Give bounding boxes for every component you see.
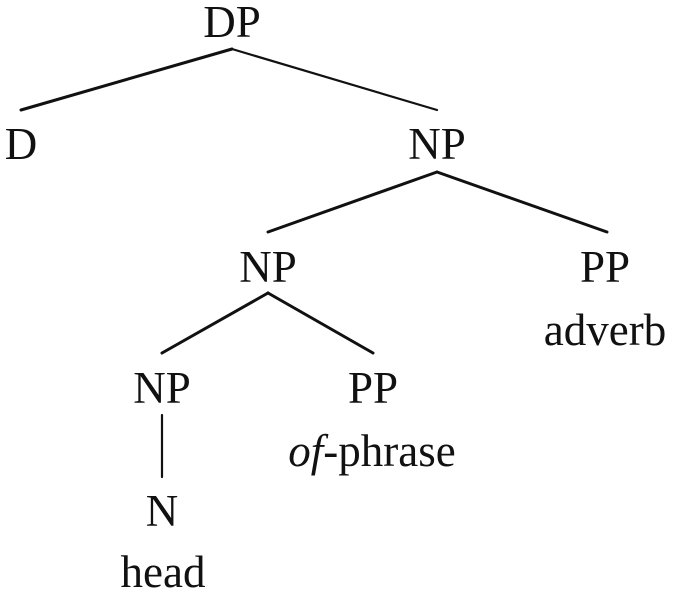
edge-np-np-low [160, 291, 270, 355]
node-pp-of: PP [348, 363, 398, 413]
gloss-adverb: adverb [544, 305, 666, 355]
node-pp-adverb: PP [580, 242, 630, 292]
edge-dp-np [230, 47, 439, 112]
node-d: D [5, 119, 38, 169]
gloss-of-italic: of [288, 426, 329, 476]
node-n: N [146, 486, 179, 536]
gloss-of-phrase: of-phrase [288, 426, 455, 476]
node-np-low: NP [133, 363, 191, 413]
node-np-mid: NP [239, 242, 297, 292]
node-np-top: NP [408, 119, 466, 169]
gloss-phrase: -phrase [323, 426, 455, 476]
edge-np-pp-adverb [435, 170, 609, 234]
node-dp-root: DP [203, 0, 261, 47]
edge-np-np [266, 170, 439, 234]
edge-dp-d [19, 47, 234, 112]
edge-np-pp-of [266, 291, 375, 355]
gloss-head: head [121, 547, 206, 595]
